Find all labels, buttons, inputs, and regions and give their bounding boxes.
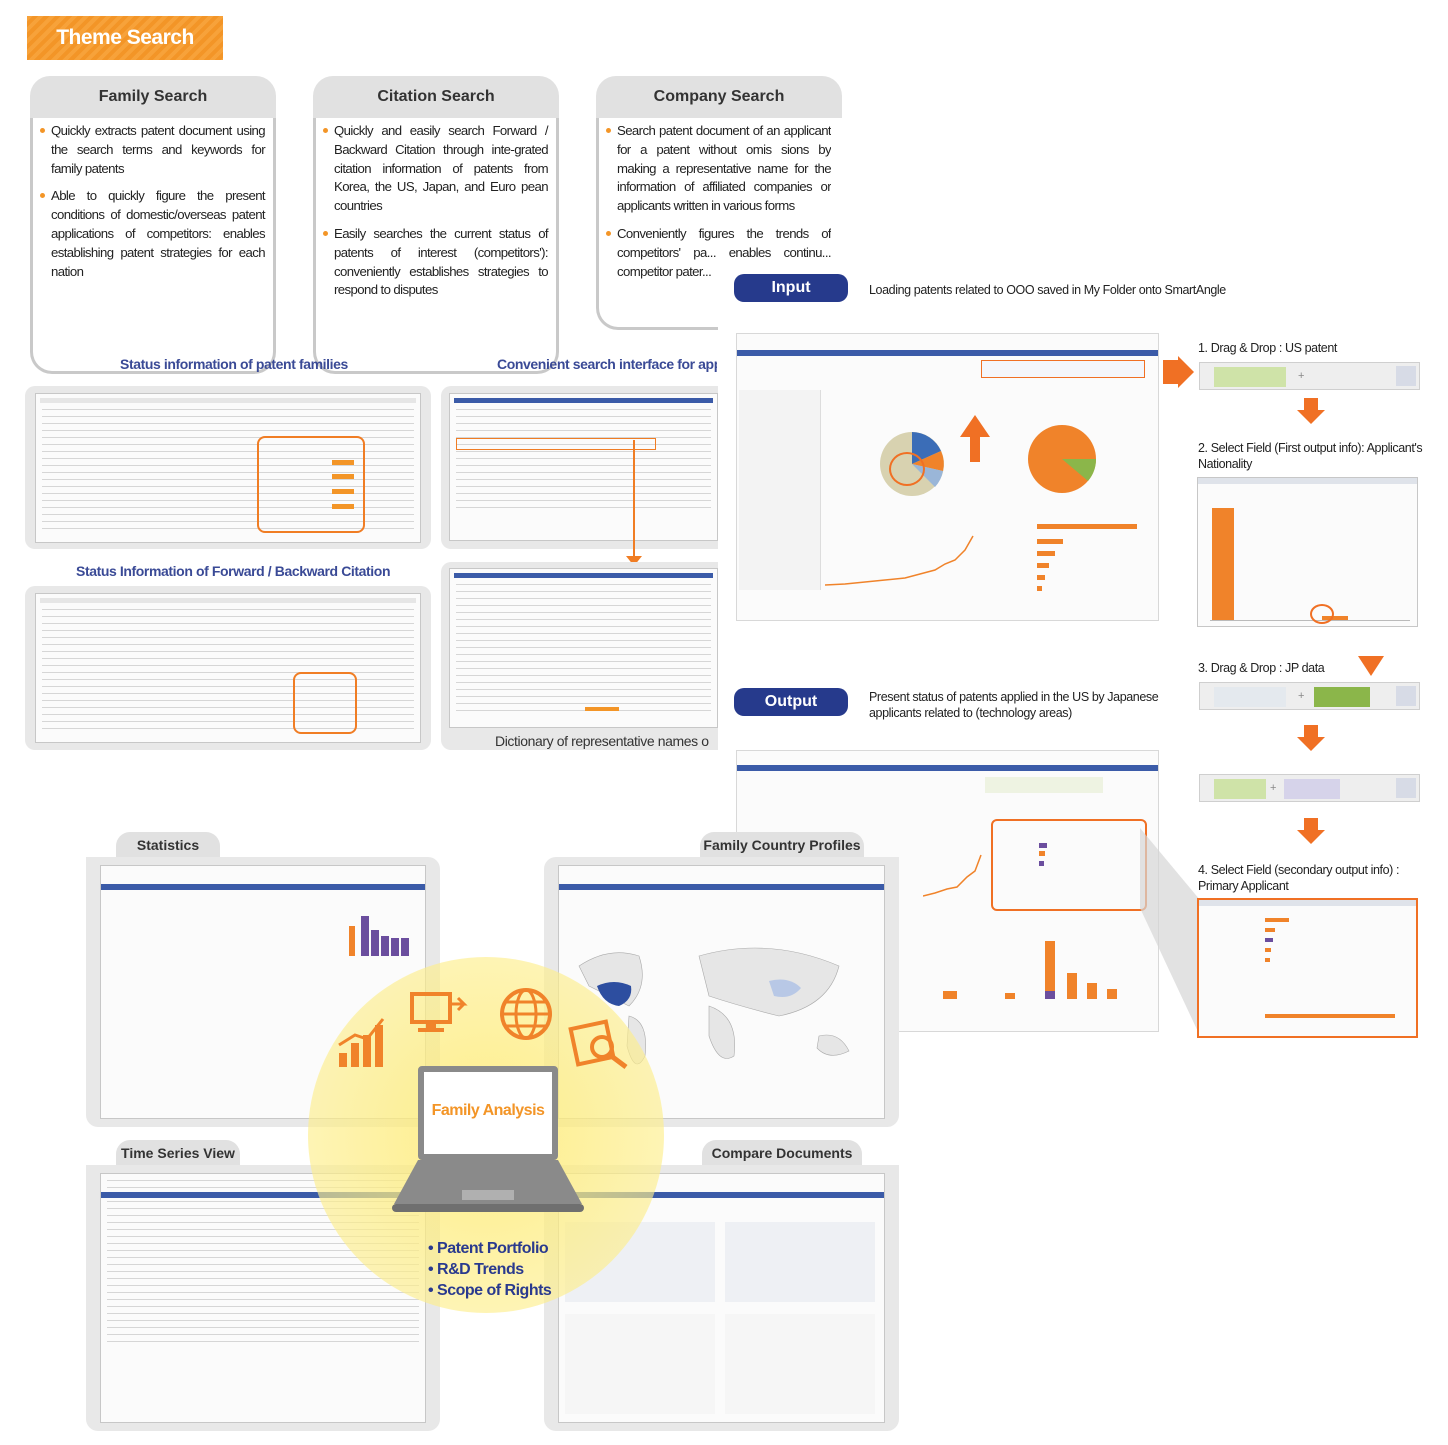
- highlight-ring: [257, 436, 365, 533]
- family-search-screenshot: [35, 393, 421, 543]
- panel-title: Statistics: [116, 832, 220, 858]
- card-title: Family Search: [30, 76, 276, 118]
- bullet-item: R&D Trends: [428, 1259, 551, 1280]
- primary-applicant-chart: [1197, 898, 1418, 1038]
- company-search-card: Company Search Search patent document of…: [596, 76, 842, 330]
- card-title: Company Search: [596, 76, 842, 118]
- down-arrow-icon: [1297, 398, 1325, 424]
- status-families-caption: Status information of patent families: [120, 356, 348, 372]
- dictionary-panel: Dictionary of representative names o: [441, 562, 718, 750]
- citation-panel: [25, 586, 431, 750]
- up-arrow-icon: [960, 415, 990, 437]
- down-arrow-icon: [1297, 818, 1325, 844]
- output-pill: Output: [734, 688, 848, 716]
- right-arrow-icon: [1178, 356, 1194, 388]
- card-bullet: Search patent document of an applicant f…: [605, 122, 831, 216]
- output-description: Present status of patents applied in the…: [869, 690, 1159, 720]
- laptop-icon: Family Analysis: [418, 1066, 558, 1160]
- line-chart: [825, 535, 974, 586]
- globe-icon: [500, 988, 552, 1040]
- nationality-chart-screenshot: [1197, 477, 1418, 627]
- family-search-card: Family Search Quickly extracts patent do…: [30, 76, 276, 374]
- connector-line: [633, 440, 635, 558]
- document-search-icon: [568, 1019, 628, 1069]
- country-profiles-panel: [544, 857, 899, 1127]
- family-analysis-bullets: Patent Portfolio R&D Trends Scope of Rig…: [428, 1238, 552, 1301]
- drop-box: +: [1199, 682, 1420, 710]
- convenient-search-caption: Convenient search interface for app: [497, 356, 717, 372]
- down-arrow-icon: [1358, 656, 1384, 676]
- card-bullet: Quickly extracts patent document using t…: [39, 122, 266, 178]
- search-interface-screenshot: [449, 393, 718, 541]
- forward-backward-caption: Status Information of Forward / Backward…: [76, 563, 391, 579]
- card-bullet: Able to quickly figure the present condi…: [39, 187, 266, 281]
- compare-documents-panel: [544, 1165, 899, 1431]
- family-search-panel: [25, 386, 431, 549]
- down-arrow-icon: [1297, 725, 1325, 751]
- card-bullet: Conveniently figures the trends of compe…: [605, 225, 831, 281]
- bar-chart-icon: [338, 1018, 385, 1067]
- world-map-icon: [578, 947, 850, 1065]
- card-bullet: Quickly and easily search Forward / Back…: [322, 122, 549, 216]
- zoom-wedge: [1140, 828, 1200, 1036]
- monitor-transfer-icon: [410, 992, 468, 1032]
- step-3: 3. Drag & Drop : JP data: [1198, 661, 1325, 675]
- dictionary-screenshot: [449, 568, 718, 728]
- input-pill: Input: [734, 274, 848, 302]
- highlight-ring: [293, 672, 357, 734]
- arrow-stem: [970, 436, 980, 462]
- down-arrow-icon: [626, 556, 642, 566]
- dictionary-caption: Dictionary of representative names o: [495, 733, 709, 749]
- arrow-stem: [1163, 360, 1179, 384]
- time-series-panel: [86, 1165, 440, 1431]
- theme-search-badge: Theme Search: [27, 16, 223, 60]
- citation-screenshot: [35, 593, 421, 743]
- compare-documents-screenshot: [558, 1173, 885, 1423]
- drop-box: +: [1199, 774, 1420, 802]
- panel-title: Compare Documents: [702, 1140, 862, 1166]
- line-chart: [923, 854, 982, 897]
- smartangle-input-screenshot: [736, 333, 1159, 621]
- panel-title: Time Series View: [116, 1140, 240, 1166]
- step-1: 1. Drag & Drop : US patent: [1198, 341, 1337, 355]
- drop-box: +: [1199, 362, 1420, 390]
- card-title: Citation Search: [313, 76, 559, 118]
- laptop-base-icon: [392, 1160, 584, 1212]
- citation-search-card: Citation Search Quickly and easily searc…: [313, 76, 559, 374]
- card-bullet: Easily searches the current status of pa…: [322, 225, 549, 300]
- panel-title: Family Country Profiles: [700, 832, 864, 858]
- search-interface-panel: [441, 386, 718, 549]
- country-profiles-screenshot: [558, 865, 885, 1119]
- statistics-panel: [86, 857, 440, 1127]
- step-4: 4. Select Field (secondary output info) …: [1198, 863, 1400, 893]
- pie-chart: [1028, 425, 1097, 493]
- highlight-ring: [1310, 604, 1334, 624]
- step-2: 2. Select Field (First output info): App…: [1198, 441, 1423, 471]
- bullet-item: Scope of Rights: [428, 1280, 552, 1301]
- family-analysis-title: Family Analysis: [431, 1102, 545, 1119]
- input-description: Loading patents related to OOO saved in …: [869, 283, 1226, 297]
- bullet-item: Patent Portfolio: [428, 1238, 551, 1259]
